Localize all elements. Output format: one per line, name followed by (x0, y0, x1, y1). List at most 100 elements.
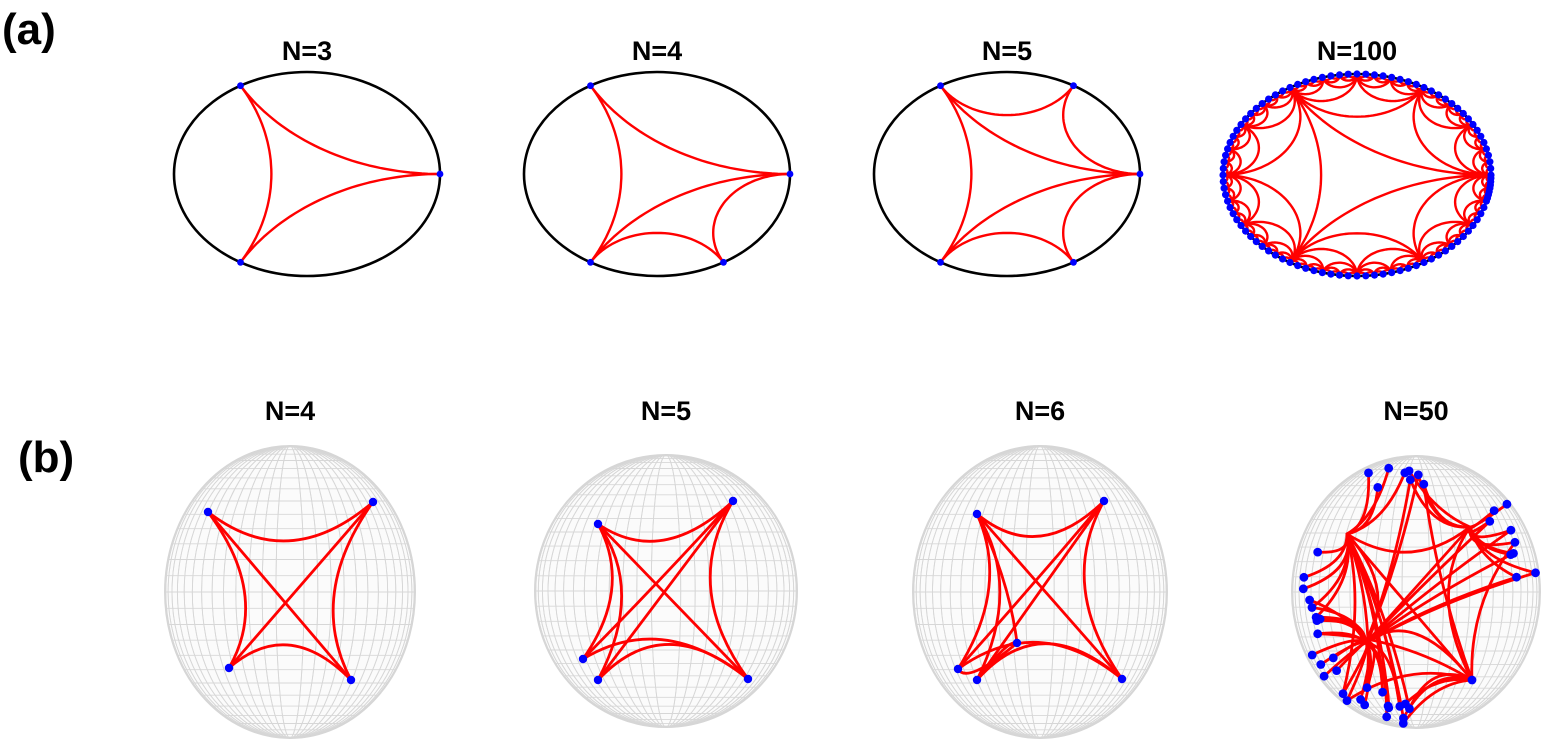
vertex-dot (1502, 499, 1512, 509)
vertex-dot (937, 82, 944, 90)
vertex-dot (1405, 475, 1415, 485)
geodesic-network (206, 500, 375, 682)
vertex-dot (1510, 537, 1520, 547)
vertex-dot (1265, 247, 1273, 255)
vertex-dot (1298, 584, 1308, 594)
geodesic-arc (1417, 220, 1474, 264)
vertex-dot (1271, 91, 1279, 99)
disk-plot-N=100 (1219, 70, 1495, 280)
geodesic-arc (1412, 86, 1492, 177)
vertex-dot (1344, 272, 1352, 280)
vertex-dot (1252, 104, 1260, 112)
vertex-dot (1420, 83, 1428, 92)
geodesic-arc (1240, 102, 1269, 128)
extra-geodesic (975, 512, 1019, 645)
vertex-dot (1448, 100, 1456, 108)
vertex-dot (1464, 115, 1472, 123)
vertex-dot (203, 507, 213, 517)
vertex-dot (1219, 171, 1227, 179)
vertex-dot (1482, 145, 1490, 153)
vertex-dot (1427, 255, 1435, 263)
diagonal-geodesic (975, 499, 1106, 682)
vertex-dots (578, 496, 753, 685)
vertex-dot (1286, 83, 1294, 92)
vertex-dot (1224, 145, 1232, 153)
panel-b-plots (164, 445, 1541, 739)
sphere-plot-N=4 (164, 445, 416, 739)
vertex-dot (1396, 75, 1404, 83)
vertex-dot (937, 258, 944, 266)
vertex-dot (237, 258, 244, 266)
vertex-dot (1370, 71, 1379, 79)
vertex-dots (953, 496, 1127, 685)
geodesic-arc (1289, 86, 1425, 118)
geodesic-arc (1462, 199, 1487, 227)
vertex-dot (1486, 158, 1494, 166)
vertex-dot (1364, 468, 1373, 478)
geodesic-arc (1227, 123, 1252, 151)
vertex-dot (1070, 258, 1077, 266)
geodesic-arc (939, 84, 1141, 176)
vertex-dot (1318, 269, 1326, 277)
side-geodesic (596, 522, 624, 682)
extra-geodesic (581, 522, 614, 661)
vertex-dot (1286, 258, 1294, 267)
side-geodesic (206, 510, 247, 670)
vertex-dot (1307, 650, 1317, 660)
geodesic-arc (1261, 241, 1294, 264)
vertex-dot (1305, 595, 1314, 605)
geodesic-arc (1227, 199, 1252, 227)
vertex-dot (1379, 270, 1387, 278)
cluster-geodesic (1341, 532, 1357, 696)
geodesic-arc (589, 231, 725, 264)
vertex-dot (1412, 80, 1420, 88)
vertex-dot (1360, 700, 1370, 710)
vertex-dot (1469, 120, 1477, 129)
side-geodesic (1447, 525, 1474, 682)
vertex-dot (1229, 132, 1237, 140)
vertex-dot (1338, 689, 1348, 699)
vertex-dot (1279, 87, 1287, 95)
vertex-dot (1271, 251, 1279, 259)
sphere-plot-N=6 (912, 445, 1168, 739)
disk-boundary (522, 70, 792, 278)
vertex-dot (1378, 687, 1387, 697)
vertex-dot (1316, 660, 1326, 669)
panel-a-plots (172, 70, 1495, 280)
subplot-b3-title: N=6 (1014, 396, 1066, 426)
disk-boundary (172, 70, 442, 278)
cluster-geodesic (1364, 552, 1515, 645)
vertex-dot (1344, 70, 1352, 78)
geodesic-arc (1289, 86, 1492, 177)
vertex-dot (1237, 120, 1245, 129)
cluster-geodesic (1407, 673, 1474, 710)
extra-geodesic (581, 637, 750, 681)
vertex-dot (224, 663, 234, 673)
extra-geodesic (956, 512, 992, 671)
geodesic-network (581, 499, 750, 682)
subplot-b2-title: N=5 (640, 396, 692, 426)
vertex-dot (1313, 629, 1323, 639)
vertex-dot (1506, 525, 1516, 535)
vertex-dot (1335, 271, 1344, 279)
vertex-dot (1099, 496, 1109, 506)
cluster-geodesic (1363, 641, 1373, 707)
vertex-dot (1531, 568, 1540, 578)
sphere-plot-N=50 (1291, 455, 1541, 729)
vertex-dot (1362, 683, 1372, 693)
side-geodesic (331, 500, 375, 682)
diagonal-geodesic (227, 500, 375, 670)
vertex-dot (1220, 184, 1228, 192)
geodesic-arc (1240, 222, 1269, 248)
vertex-dot (743, 674, 753, 684)
geodesic-arc (1289, 73, 1359, 103)
vertex-dot (1473, 126, 1481, 134)
vertex-dot (346, 675, 356, 685)
geodesic-arc (1240, 220, 1297, 264)
vertex-dot (1012, 638, 1022, 648)
vertex-dot (1294, 262, 1302, 270)
geodesic-arc (1420, 241, 1453, 264)
geodesic-arc (1472, 147, 1491, 177)
vertex-dot (1467, 675, 1477, 685)
vertex-dot (1400, 468, 1410, 478)
